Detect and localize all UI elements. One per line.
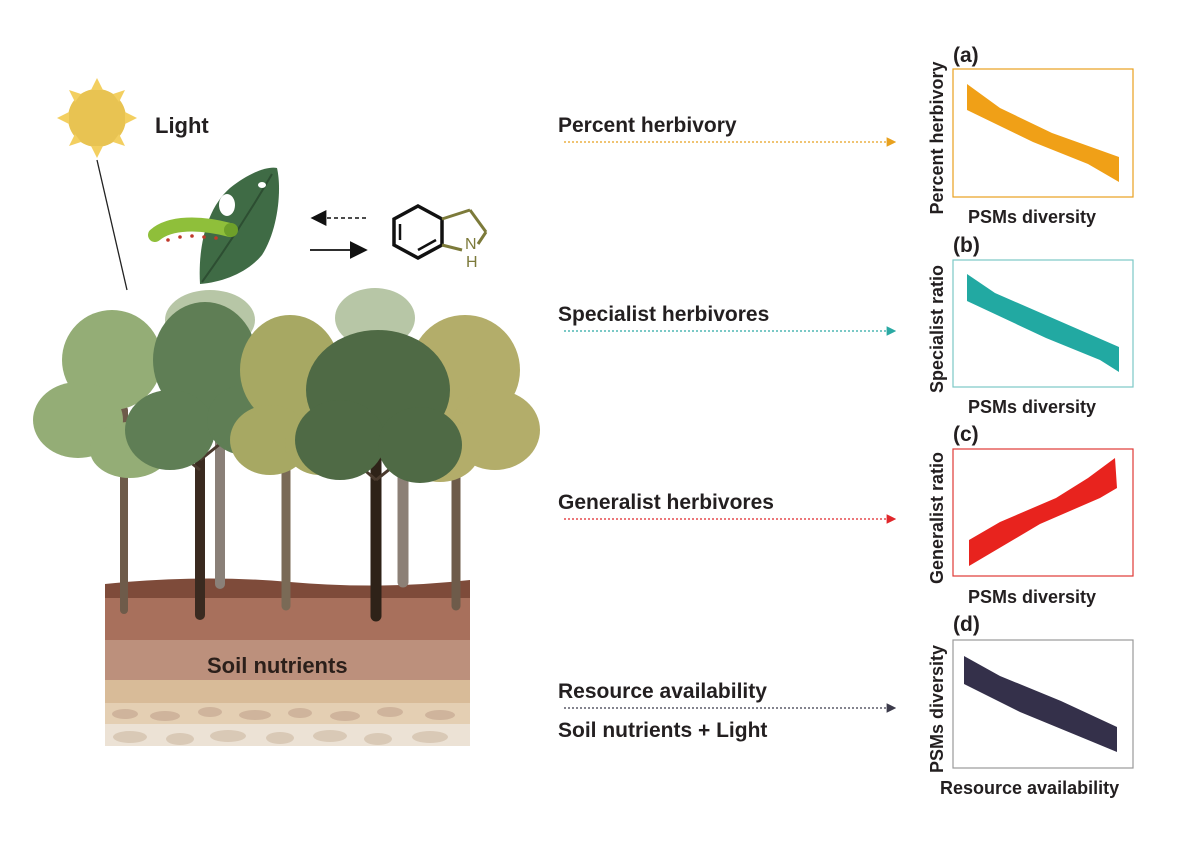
panel-c-frame <box>952 448 1134 577</box>
panel-a-letter: (a) <box>953 44 979 67</box>
panel-a-xlabel: PSMs diversity <box>968 207 1097 227</box>
row-label-percent-herbivory: Percent herbivory <box>558 114 737 137</box>
row-label-generalist-herbivores: Generalist herbivores <box>558 491 774 514</box>
panel-a-ylabel: Percent herbivory <box>927 61 947 215</box>
panel-d-frame <box>952 639 1134 769</box>
chemical-structure-icon <box>392 204 488 260</box>
compound-nitrogen-label: N <box>465 236 477 253</box>
panel-c-letter: (c) <box>953 423 979 446</box>
sun-icon <box>57 78 137 291</box>
caterpillar-icon <box>148 217 238 242</box>
panel-d-letter: (d) <box>953 613 980 636</box>
panel-a-trend-band <box>967 84 1119 182</box>
soil-nutrients-label: Soil nutrients <box>207 653 348 678</box>
panel-d-ylabel: PSMs diversity <box>927 644 947 774</box>
panel-c-trend-band <box>969 458 1117 566</box>
panel-d-trend-band <box>964 656 1117 752</box>
row-label-resource-availability: Resource availability <box>558 680 767 703</box>
panel-b-xlabel: PSMs diversity <box>968 397 1097 417</box>
soil-layers <box>105 578 470 746</box>
panel-b-frame <box>952 259 1134 388</box>
panel-d-xlabel: Resource availability <box>940 778 1120 798</box>
light-label: Light <box>155 113 209 138</box>
forest-illustration <box>33 288 540 622</box>
panel-a-frame <box>952 68 1134 198</box>
panel-b-trend-band <box>967 274 1119 372</box>
panel-b-ylabel: Specialist ratio <box>927 264 947 394</box>
row-label-specialist-herbivores: Specialist herbivores <box>558 303 770 326</box>
panel-c-xlabel: PSMs diversity <box>968 587 1097 607</box>
panel-c-ylabel: Generalist ratio <box>927 451 947 585</box>
row-sublabel-soil-nutrients-light: Soil nutrients + Light <box>558 719 768 742</box>
compound-hydrogen-label: H <box>466 254 478 271</box>
panel-b-letter: (b) <box>953 234 980 257</box>
